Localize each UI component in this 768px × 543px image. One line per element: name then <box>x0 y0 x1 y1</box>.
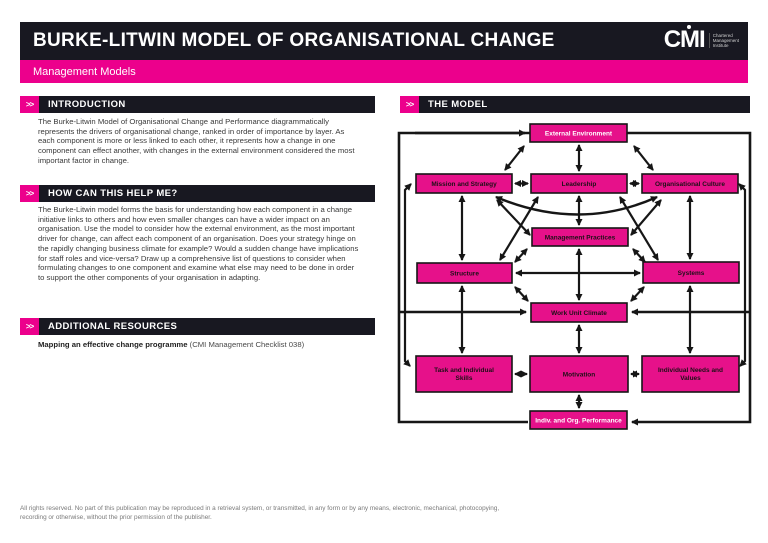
model-node-organisational-culture: Organisational Culture <box>641 173 739 194</box>
title-bar: BURKE-LITWIN MODEL OF ORGANISATIONAL CHA… <box>20 22 748 60</box>
model-node-systems: Systems <box>642 261 740 284</box>
tagline-line: Chartered <box>712 32 733 38</box>
tagline-line: Management <box>712 37 739 43</box>
model-node-external-environment: External Environment <box>529 123 628 143</box>
copyright-line: All rights reserved. No part of this pub… <box>20 505 500 512</box>
tagline-line: Institute <box>712 42 729 48</box>
model-node-mission-and-strategy: Mission and Strategy <box>415 173 513 194</box>
model-node-label: Structure <box>450 270 479 277</box>
chevron-icon: >> <box>20 96 39 113</box>
model-node-label: Management Practices <box>545 234 616 241</box>
section-header-introduction: >> INTRODUCTION <box>20 96 375 113</box>
model-node-indiv-org-performance: Indiv. and Org. Performance <box>529 410 628 430</box>
cmi-logo-tagline: Chartered Management Institute <box>708 32 739 48</box>
model-node-label: Motivation <box>563 371 596 378</box>
model-node-label: Organisational Culture <box>655 181 725 188</box>
cmi-logo-dot-icon <box>686 25 691 29</box>
series-banner: Management Models <box>20 60 748 83</box>
help-text: The Burke-Litwin model forms the basis f… <box>38 205 359 282</box>
section-title: INTRODUCTION <box>39 96 375 113</box>
model-node-label: Indiv. and Org. Performance <box>535 417 622 424</box>
section-header-help: >> HOW CAN THIS HELP ME? <box>20 185 375 202</box>
resources-text: Mapping an effective change programme (C… <box>38 340 370 350</box>
model-node-leadership: Leadership <box>530 173 628 194</box>
model-node-label: Leadership <box>562 181 597 188</box>
chevron-icon: >> <box>400 96 419 113</box>
chevron-icon: >> <box>20 185 39 202</box>
model-node-label: Mission and Strategy <box>431 181 497 188</box>
series-banner-label: Management Models <box>33 65 136 78</box>
cmi-logo-text: CMI <box>663 25 706 53</box>
model-node-motivation: Motivation <box>529 355 629 393</box>
model-node-work-unit-climate: Work Unit Climate <box>530 302 628 323</box>
model-node-label: External Environment <box>545 130 613 137</box>
model-arrows <box>397 129 752 426</box>
section-title: HOW CAN THIS HELP ME? <box>39 185 375 202</box>
section-title: THE MODEL <box>419 96 750 113</box>
resource-reference: (CMI Management Checklist 038) <box>187 340 305 349</box>
introduction-text: The Burke-Litwin Model of Organisational… <box>38 117 355 165</box>
page-title: BURKE-LITWIN MODEL OF ORGANISATIONAL CHA… <box>33 30 555 51</box>
model-node-label: Systems <box>678 270 705 277</box>
copyright-notice: All rights reserved. No part of this pub… <box>20 504 565 522</box>
section-title: ADDITIONAL RESOURCES <box>39 318 375 335</box>
model-node-structure: Structure <box>416 262 513 284</box>
section-header-resources: >> ADDITIONAL RESOURCES <box>20 318 375 335</box>
model-node-label: Work Unit Climate <box>551 310 607 317</box>
copyright-line: recording or otherwise, without the prio… <box>20 514 212 521</box>
resource-title: Mapping an effective change programme <box>38 340 188 349</box>
model-node-management-practices: Management Practices <box>531 227 629 247</box>
chevron-icon: >> <box>20 318 39 335</box>
cmi-logo: CMI Chartered Management Institute <box>663 25 739 53</box>
section-header-model: >> THE MODEL <box>400 96 750 113</box>
